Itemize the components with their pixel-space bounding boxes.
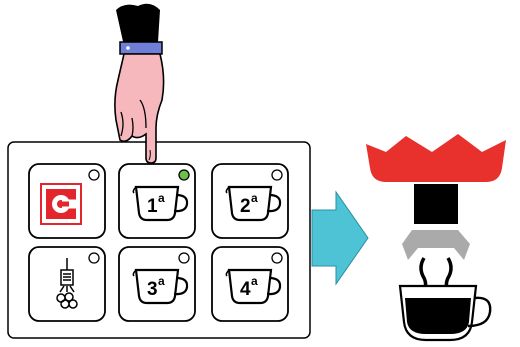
- brand-button[interactable]: [29, 164, 105, 238]
- cup-number: 1: [147, 196, 158, 217]
- cup-number: 3: [147, 279, 158, 300]
- steam-button[interactable]: [29, 247, 105, 321]
- indicator-light: [272, 170, 282, 180]
- indicator-light: [179, 170, 189, 180]
- indicator-light: [272, 253, 282, 263]
- machine-top: [366, 134, 506, 182]
- cup-superscript: a: [251, 191, 258, 205]
- cup-superscript: a: [158, 274, 165, 288]
- cup-2-button[interactable]: 2 a: [212, 164, 288, 238]
- coffee-cup-icon: [400, 286, 490, 340]
- indicator-light: [179, 253, 189, 263]
- indicator-light: [89, 170, 99, 180]
- pointing-hand-icon: [115, 4, 164, 163]
- cup-3-button[interactable]: 3 a: [119, 247, 195, 321]
- cup-superscript: a: [251, 274, 258, 288]
- flow-arrow-icon: [312, 192, 368, 284]
- cup-number: 4: [240, 279, 251, 300]
- cup-1-button[interactable]: 1 a: [119, 164, 195, 238]
- indicator-light: [89, 253, 99, 263]
- espresso-machine-icon: [366, 134, 506, 340]
- brand-logo-icon: [41, 184, 81, 224]
- cup-superscript: a: [158, 191, 165, 205]
- cup-4-button[interactable]: 4 a: [212, 247, 288, 321]
- cup-number: 2: [240, 196, 251, 217]
